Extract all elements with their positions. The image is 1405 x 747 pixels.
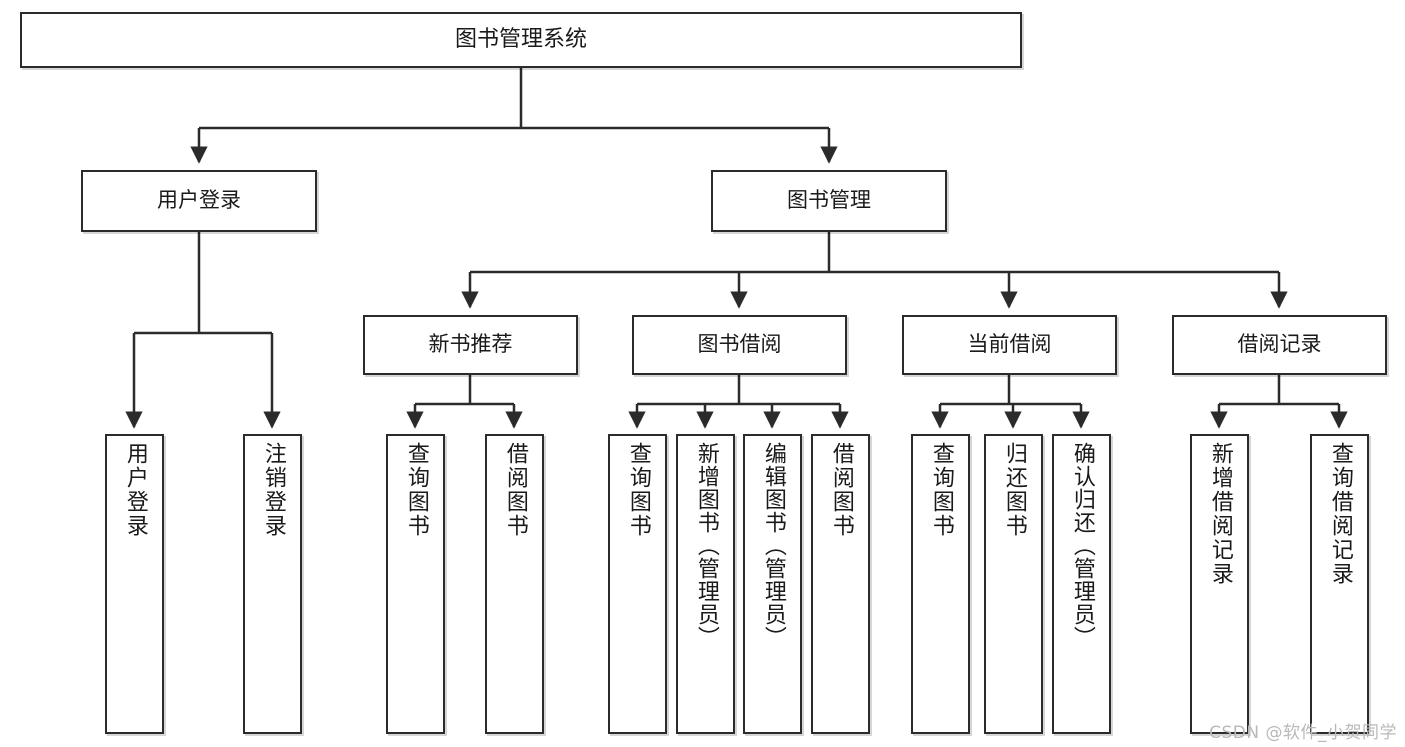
node-leaf-borrow-book[interactable]: 借阅图书 (811, 434, 870, 734)
node-leaf-logout[interactable]: 注销登录 (243, 434, 302, 734)
node-leaf-borrow-book-rec[interactable]: 借阅图书 (485, 434, 544, 734)
watermark: CSDN @软件_小贺同学 (1209, 723, 1397, 743)
node-leaf-query-book-borrow[interactable]: 查询图书 (608, 434, 667, 734)
node-current-borrow[interactable]: 当前借阅 (902, 315, 1117, 375)
node-label: 归还图书 (1001, 442, 1027, 538)
node-label: 图书管理系统 (454, 26, 587, 52)
node-book-manage[interactable]: 图书管理 (711, 170, 947, 232)
node-label: 新书推荐 (428, 332, 513, 357)
node-label: 用户登录 (157, 188, 241, 213)
node-leaf-user-login[interactable]: 用户登录 (105, 434, 164, 734)
node-new-book-rec[interactable]: 新书推荐 (363, 315, 578, 375)
node-borrow-record[interactable]: 借阅记录 (1172, 315, 1387, 375)
node-label: 图书借阅 (697, 332, 782, 357)
node-label: 借阅图书 (502, 442, 528, 538)
node-label: 借阅记录 (1237, 332, 1322, 357)
node-label: 注销登录 (260, 442, 286, 538)
node-leaf-query-record[interactable]: 查询借阅记录 (1310, 434, 1369, 734)
node-root[interactable]: 图书管理系统 (20, 12, 1022, 68)
node-label: 查询借阅记录 (1327, 442, 1353, 586)
node-label: 借阅图书 (828, 442, 854, 538)
node-label: 图书管理 (787, 188, 871, 213)
node-label: 确认归还（管理员） (1069, 442, 1095, 649)
node-label: 查询图书 (403, 442, 429, 538)
node-label: 新增借阅记录 (1207, 442, 1233, 586)
node-leaf-query-book-current[interactable]: 查询图书 (911, 434, 970, 734)
node-label: 当前借阅 (967, 332, 1052, 357)
node-label: 用户登录 (122, 442, 148, 538)
node-leaf-edit-book[interactable]: 编辑图书（管理员） (743, 434, 802, 734)
node-leaf-query-book-rec[interactable]: 查询图书 (386, 434, 445, 734)
node-book-borrow[interactable]: 图书借阅 (632, 315, 847, 375)
node-label: 查询图书 (625, 442, 651, 538)
node-label: 查询图书 (928, 442, 954, 538)
node-leaf-add-record[interactable]: 新增借阅记录 (1190, 434, 1249, 734)
node-leaf-add-book[interactable]: 新增图书（管理员） (676, 434, 735, 734)
node-label: 新增图书（管理员） (693, 442, 719, 649)
node-user-login[interactable]: 用户登录 (81, 170, 317, 232)
node-leaf-confirm-return[interactable]: 确认归还（管理员） (1052, 434, 1111, 734)
node-label: 编辑图书（管理员） (760, 442, 786, 649)
node-leaf-return-book[interactable]: 归还图书 (984, 434, 1043, 734)
